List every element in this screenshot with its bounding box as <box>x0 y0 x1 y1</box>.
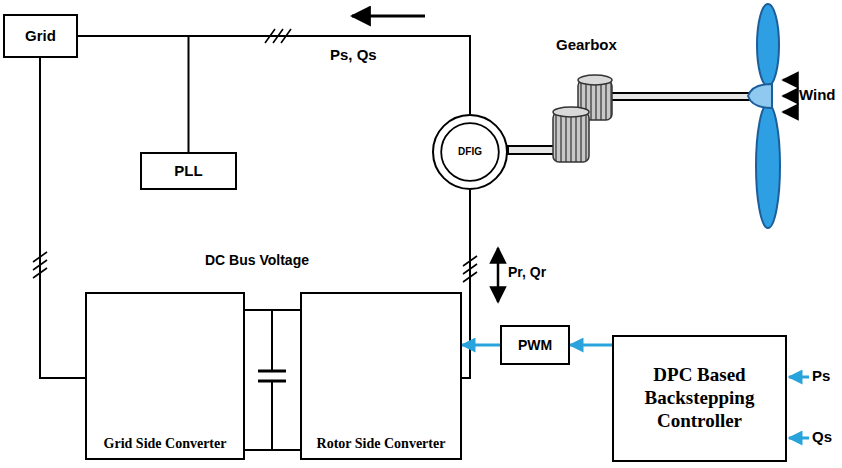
node-text: Grid Side Converter <box>104 436 227 453</box>
input-arrow <box>789 377 809 438</box>
part-name: Wind <box>799 86 836 103</box>
turbine-hub <box>748 84 772 108</box>
connector <box>462 190 470 378</box>
power-label: Ps, Qs <box>330 46 377 63</box>
part-name: Gearbox <box>556 36 617 53</box>
generator-shaft <box>508 146 558 154</box>
generator-ring <box>441 123 499 181</box>
dc-link-capacitor <box>271 381 273 450</box>
converter-box: Rotor Side Converter <box>300 292 462 460</box>
gearbox-gear <box>553 75 612 162</box>
turbine-shaft <box>610 93 750 100</box>
input-arrow <box>789 437 809 440</box>
dc-link-capacitor <box>271 310 273 371</box>
gearbox-gear <box>553 107 589 117</box>
power-flow-arrow <box>352 16 425 17</box>
gearbox-gear <box>553 112 589 162</box>
dc-link-capacitor <box>245 310 300 450</box>
generator-circle: DFIG <box>432 114 508 190</box>
wind-arrow <box>783 80 797 112</box>
dc-link-capacitor <box>258 370 286 373</box>
pwm-box: PWM <box>500 325 570 365</box>
turbine-hub <box>748 84 772 108</box>
signal-name: Ps <box>812 367 830 384</box>
three-phase-mark <box>33 29 477 282</box>
connector <box>40 58 85 378</box>
converter-box: Grid Side Converter <box>85 292 245 460</box>
node-text: Grid <box>25 27 56 45</box>
node-text: DPC Based Backstepping Controller <box>620 364 779 432</box>
pll-box: PLL <box>140 152 237 190</box>
signal-name: DC Bus Voltage <box>205 252 309 268</box>
turbine-blade <box>757 4 779 86</box>
power-label: Pr, Qr <box>508 264 546 280</box>
turbine-blade <box>756 104 780 228</box>
input-arrow <box>789 376 809 379</box>
wind-arrow <box>783 95 797 98</box>
connector <box>570 344 612 347</box>
connector <box>245 309 300 311</box>
power-flow-arrow <box>352 15 425 18</box>
connector <box>78 36 189 152</box>
wind-arrow <box>783 111 797 114</box>
generator-shaft <box>508 146 558 154</box>
gearbox-gear <box>578 75 612 85</box>
wind-arrow <box>783 79 797 82</box>
controller-box: DPC Based Backstepping Controller <box>612 335 787 462</box>
turbine-shaft <box>610 93 750 100</box>
node-text: PWM <box>518 337 552 354</box>
node-text: Rotor Side Converter <box>317 436 446 453</box>
connector <box>462 344 500 347</box>
node-text: DFIG <box>458 146 482 158</box>
rotor-power-arrow <box>497 248 500 302</box>
signal-name: Qs <box>812 428 832 445</box>
rotor-power-arrow <box>498 248 499 302</box>
node-text: PLL <box>174 162 202 180</box>
turbine-blade <box>756 4 780 228</box>
connector <box>78 36 470 114</box>
grid-box: Grid <box>3 14 78 58</box>
